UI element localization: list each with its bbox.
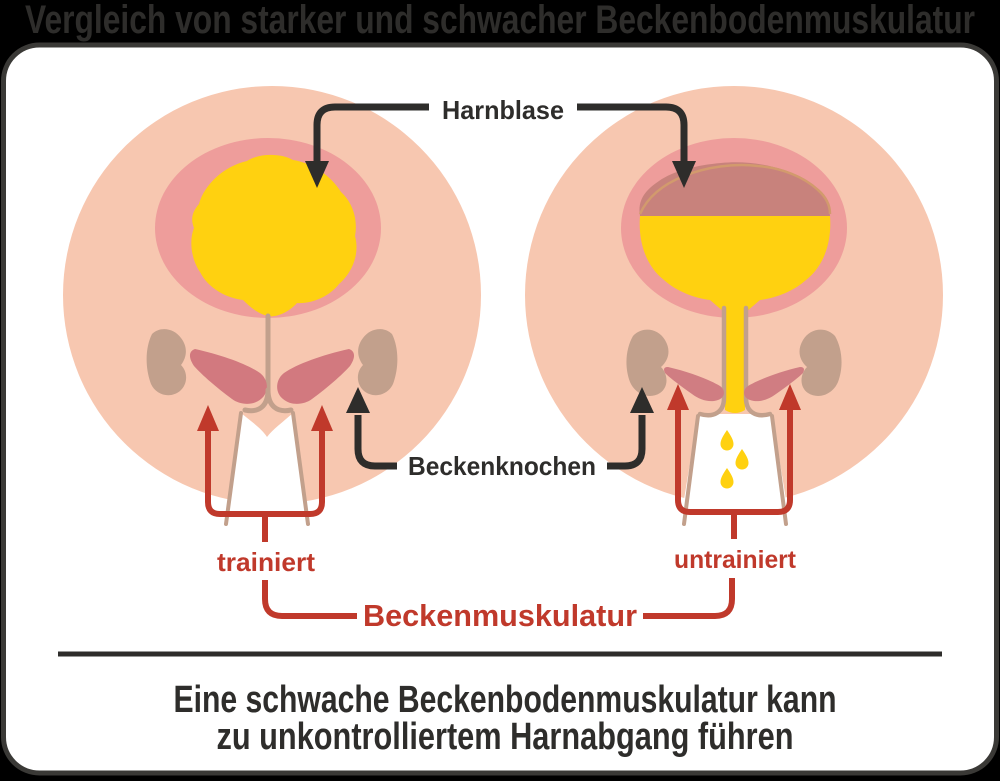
down-arrowhead-icon [305, 161, 329, 188]
urethra-edge-l [697, 305, 727, 418]
up-arrowhead-right-2 [779, 384, 801, 410]
bladder-arrow-left [313, 103, 429, 165]
up-arrowhead-icon [346, 387, 370, 413]
untrained-label: untrainiert [674, 546, 797, 574]
page-title: Vergleich von starker und schwacher Beck… [25, 0, 975, 42]
up-arrowhead-right-1 [667, 384, 689, 410]
weak-muscle-right [744, 367, 804, 402]
down-arrowhead-icon [672, 161, 696, 188]
full-bladder-shape [191, 154, 357, 317]
urine-drop-3 [720, 468, 734, 489]
up-arrowhead-left-1 [197, 405, 219, 431]
outlet-edge-l [224, 411, 243, 526]
muscle-annotation: trainiert untrainiert Beckenmuskulatur [217, 546, 797, 633]
caption-line-2: zu unkontrolliertem Harnabgang führen [217, 716, 794, 758]
caption-line-1: Eine schwache Beckenbodenmuskulatur kann [174, 679, 837, 721]
pelvic-bone-label: Beckenknochen [408, 451, 596, 481]
closed-outlet-area [225, 413, 309, 524]
untrained-connector [643, 578, 735, 619]
urine-stream [725, 305, 745, 413]
pelvic-bone-callout: Beckenknochen [346, 387, 654, 481]
urethra-edge-r [743, 305, 773, 418]
outlet-edge-l2 [682, 414, 700, 526]
pelvic-bone-left-1 [146, 329, 187, 396]
urine-drop-2 [735, 449, 749, 470]
right-panel-untrained [525, 86, 943, 539]
trained-connector [262, 580, 357, 619]
bone-arrow-right [607, 415, 646, 470]
weak-muscle-left [664, 367, 724, 402]
outlet-edge-r [291, 411, 310, 526]
open-outlet-area [680, 414, 790, 524]
bladder-arrow-right [577, 103, 688, 165]
strong-muscle-left [189, 349, 267, 404]
bladder-callout: Harnblase [305, 95, 696, 188]
outlet-edge-r2 [770, 414, 788, 526]
pelvic-muscles-label: Beckenmuskulatur [363, 598, 637, 633]
left-panel-trained [63, 86, 481, 542]
urethra-branch-r [265, 387, 294, 414]
draining-bladder-bottom [639, 216, 831, 318]
bone-arrow-left [354, 415, 397, 470]
pelvic-bone-left-2 [357, 329, 398, 396]
urine-drop-1 [720, 430, 734, 451]
pelvic-bone-right-1 [626, 329, 669, 396]
trained-label: trainiert [217, 547, 315, 577]
up-arrowhead-icon [630, 387, 654, 413]
bladder-label: Harnblase [442, 95, 564, 125]
strong-muscle-right [277, 349, 355, 404]
up-arrowhead-left-2 [311, 405, 333, 431]
bladder-wall-outline [638, 163, 832, 215]
pelvic-bone-right-2 [799, 329, 842, 396]
